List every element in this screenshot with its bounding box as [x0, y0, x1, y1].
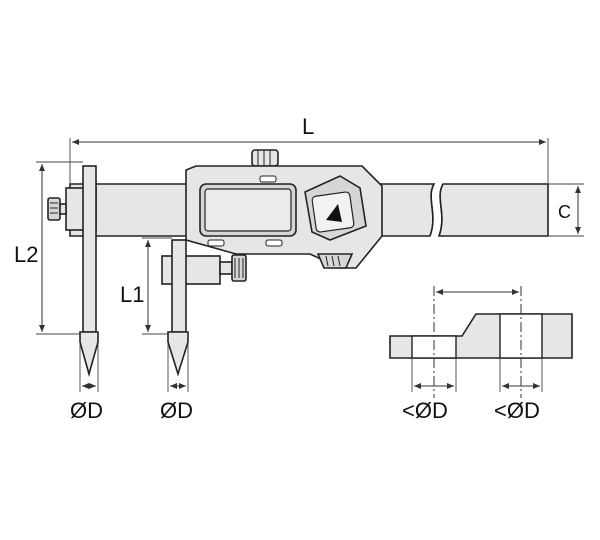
- label-l: L: [302, 114, 314, 139]
- label-bore-right: <ØD: [494, 398, 540, 423]
- dimension-l2: L2: [14, 161, 83, 335]
- play-icon: [326, 204, 342, 222]
- workpiece-section: <ØD <ØD: [389, 286, 573, 423]
- label-d-mid: ØD: [160, 398, 193, 423]
- label-l1: L1: [120, 282, 144, 307]
- dimension-d-mid: ØD: [160, 344, 193, 423]
- label-l2: L2: [14, 242, 38, 267]
- label-d-left: ØD: [70, 398, 103, 423]
- left-jaw: [47, 165, 99, 377]
- dimension-c: C: [548, 183, 584, 237]
- label-bore-left: <ØD: [402, 398, 448, 423]
- moving-jaw: [161, 239, 247, 377]
- slider-body: [185, 149, 383, 269]
- dimension-l1: L1: [120, 237, 172, 335]
- dimension-d-left: ØD: [70, 344, 103, 423]
- label-c: C: [558, 202, 571, 222]
- dimension-l: L: [69, 114, 549, 184]
